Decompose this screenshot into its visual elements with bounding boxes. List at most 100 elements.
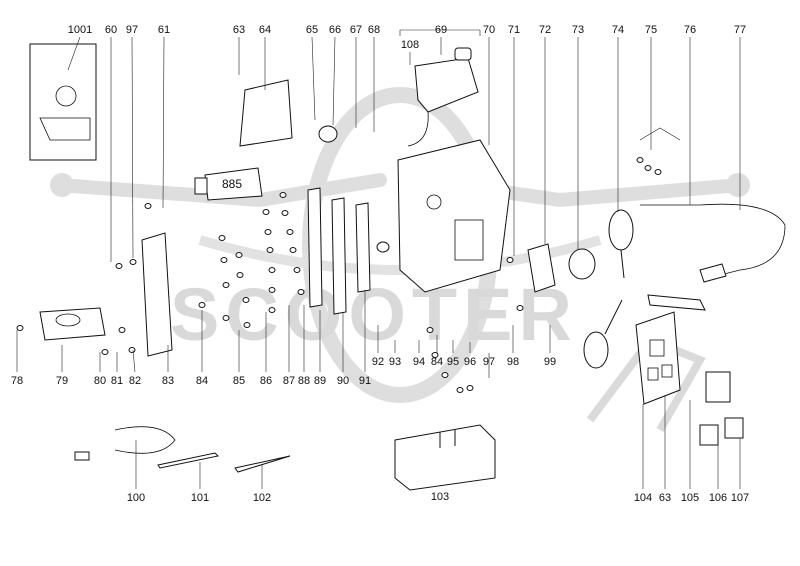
- disc: [318, 125, 338, 143]
- screw: [431, 352, 439, 358]
- callout-74: 74: [612, 24, 624, 36]
- callout-78: 78: [11, 375, 23, 387]
- screw: [235, 252, 243, 258]
- callout-bracket-69: [399, 29, 481, 36]
- callout-76: 76: [684, 24, 696, 36]
- callout-91: 91: [359, 375, 371, 387]
- screw: [128, 347, 136, 353]
- wire-connector: [74, 451, 90, 461]
- callout-69: 69: [435, 24, 447, 36]
- screw: [101, 349, 109, 355]
- screw: [506, 257, 514, 263]
- pinion-gear: [376, 241, 390, 253]
- screw: [466, 385, 474, 391]
- panel-cutout-top: [649, 339, 665, 357]
- switch-block: [527, 243, 556, 293]
- leader-line-65: [311, 36, 316, 121]
- screw: [220, 257, 228, 263]
- callout-75: 75: [645, 24, 657, 36]
- leader-lines: [16, 29, 741, 489]
- callout-95: 95: [447, 356, 459, 368]
- screw: [264, 229, 272, 235]
- main-housing: [397, 139, 511, 293]
- gib-strip: [307, 187, 323, 308]
- callout-105: 105: [681, 492, 699, 504]
- inset-wiring: [39, 117, 91, 141]
- callout-87: 87: [283, 375, 295, 387]
- wire-harness: [114, 426, 176, 454]
- screw: [516, 305, 524, 311]
- callout-77: 77: [734, 24, 746, 36]
- parts: 885: [16, 43, 786, 491]
- guide-plate: [141, 232, 173, 357]
- callout-97: 97: [483, 356, 495, 368]
- watermark-text: SCOOTER: [170, 273, 578, 356]
- clamp-bore: [55, 313, 81, 327]
- screw: [118, 327, 126, 333]
- screw: [654, 169, 662, 175]
- coolant-tank: [414, 57, 479, 113]
- slide-strip: [331, 197, 347, 315]
- lever-shaft: [620, 249, 625, 279]
- callout-96: 96: [464, 356, 476, 368]
- screw: [636, 157, 644, 163]
- callout-107: 107: [731, 492, 749, 504]
- grease-tube: 885: [194, 167, 263, 201]
- callout-60: 60: [105, 24, 117, 36]
- callout-80: 80: [94, 375, 106, 387]
- callout-86: 86: [260, 375, 272, 387]
- callout-88: 88: [298, 375, 310, 387]
- leader-line-66: [332, 36, 336, 126]
- screw: [281, 210, 289, 216]
- screw: [222, 315, 230, 321]
- callout-90: 90: [337, 375, 349, 387]
- control-panel-cover: [635, 311, 681, 405]
- inset-switch-symbol: [55, 85, 77, 107]
- screw: [289, 247, 297, 253]
- callout-98: 98: [507, 356, 519, 368]
- callout-72: 72: [539, 24, 551, 36]
- screw: [426, 327, 434, 333]
- side-handle: [647, 294, 706, 311]
- rocker-switch: [705, 371, 731, 403]
- callout-93: 93: [389, 356, 401, 368]
- screw: [242, 297, 250, 303]
- callout-63: 63: [233, 24, 245, 36]
- callout-79: 79: [56, 375, 68, 387]
- packing-block: [394, 424, 496, 491]
- screw: [198, 302, 206, 308]
- callout-100: 100: [127, 492, 145, 504]
- round-knob: [568, 248, 596, 280]
- small-switch-a: [699, 424, 719, 446]
- leader-line-61: [162, 36, 165, 209]
- screw: [268, 287, 276, 293]
- callout-108: 108: [401, 39, 419, 51]
- callout-89: 89: [314, 375, 326, 387]
- callout-92: 92: [372, 356, 384, 368]
- screw: [222, 282, 230, 288]
- callout-61: 61: [158, 24, 170, 36]
- callout-102: 102: [253, 492, 271, 504]
- screw: [262, 209, 270, 215]
- screw: [236, 272, 244, 278]
- screw: [297, 289, 305, 295]
- callout-97: 97: [126, 24, 138, 36]
- callout-103: 103: [431, 491, 449, 503]
- power-plug: [699, 263, 727, 283]
- housing-window: [454, 219, 484, 261]
- screw: [218, 235, 226, 241]
- callout-68: 68: [368, 24, 380, 36]
- lever-handle: [608, 209, 634, 251]
- callout-66: 66: [329, 24, 341, 36]
- second-lever-knob: [583, 331, 609, 369]
- screw: [286, 229, 294, 235]
- tube-label: 885: [222, 177, 242, 191]
- screw: [279, 192, 287, 198]
- panel-cutout-right: [661, 364, 673, 378]
- callout-1001: 1001: [68, 24, 92, 36]
- fasteners: [16, 157, 662, 393]
- callout-64: 64: [259, 24, 271, 36]
- housing-port: [426, 194, 442, 210]
- screw: [144, 203, 152, 209]
